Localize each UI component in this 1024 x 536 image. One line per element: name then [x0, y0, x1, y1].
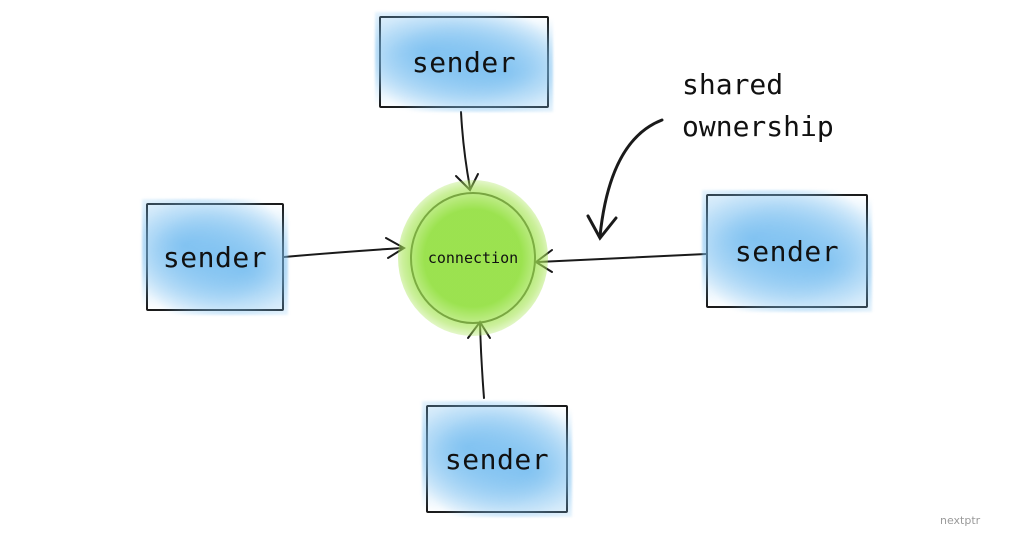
sender-fill — [702, 190, 872, 312]
arrow-left — [283, 247, 403, 258]
annotation-arrow — [598, 118, 664, 238]
annotation-line-1: shared — [682, 68, 784, 101]
sender-label: sender — [734, 234, 840, 268]
arrow-right — [537, 253, 707, 263]
connection-fill — [398, 180, 548, 336]
sender-label: sender — [411, 45, 517, 79]
annotation-arrowhead — [586, 214, 618, 241]
arrow-top — [460, 111, 471, 189]
sender-fill — [375, 12, 553, 112]
annotation-line-2: ownership — [682, 110, 834, 143]
connection-node: connection — [398, 180, 548, 336]
watermark: nextptr — [940, 514, 981, 527]
sender-fill — [142, 199, 288, 315]
sender-box-bottom: sender — [422, 401, 572, 517]
sender-label: sender — [444, 442, 550, 476]
sender-box-top: sender — [375, 12, 553, 112]
sender-box-right: sender — [702, 190, 872, 312]
sender-fill — [422, 401, 572, 517]
shared-ownership-annotation: shared ownership — [682, 64, 834, 148]
sender-box-left: sender — [142, 199, 288, 315]
sender-label: sender — [162, 240, 268, 274]
connection-label: connection — [427, 249, 519, 267]
